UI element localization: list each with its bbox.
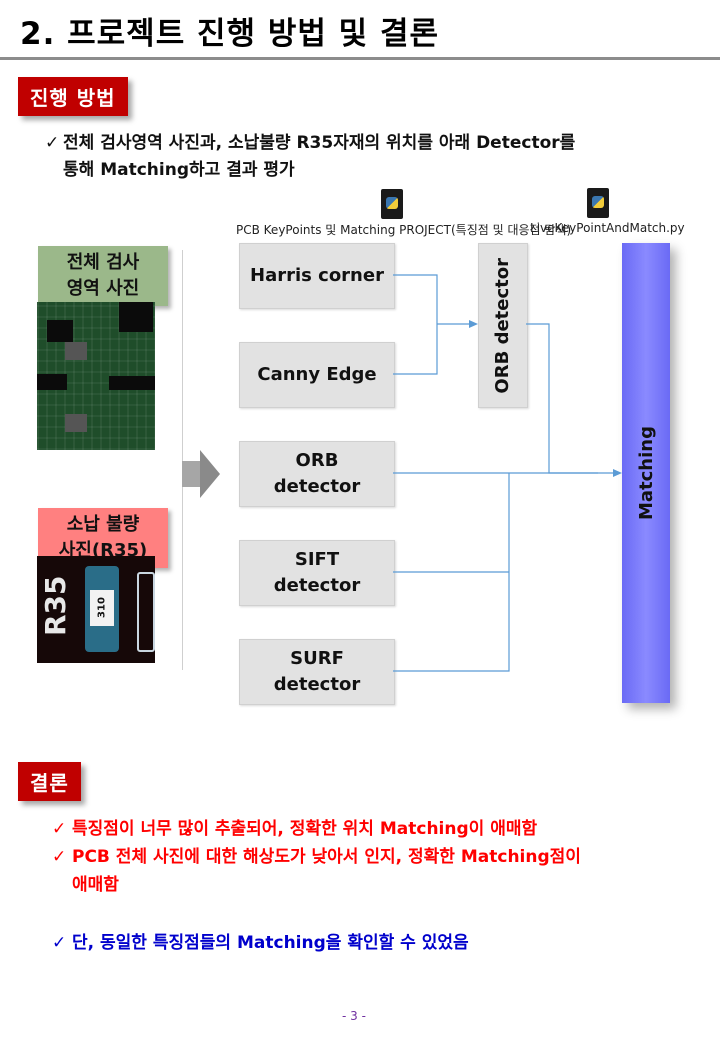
- input1-label: 전체 검사 영역 사진: [38, 246, 168, 306]
- r35-defect-image: R35 310: [37, 556, 155, 663]
- matching-bar: Matching: [622, 243, 670, 703]
- method-bullet: ✓전체 검사영역 사진과, 소납불량 R35자재의 위치를 아래 Detecto…: [45, 130, 705, 184]
- file-caption-1[interactable]: PCB KeyPoints 및 Matching PROJECT(특징점 및 대…: [236, 223, 572, 237]
- orb-detector-vertical-box: ORB detector: [478, 243, 528, 408]
- canny-edge-box: Canny Edge: [239, 342, 395, 408]
- page-title: 2. 프로젝트 진행 방법 및 결론: [20, 16, 440, 52]
- surf-connector: [393, 473, 510, 672]
- method-bullet-line2: 통해 Matching하고 결과 평가: [63, 160, 295, 180]
- orb-to-matching-connector: [526, 323, 614, 474]
- flow-arrow-icon: [200, 450, 220, 498]
- file-caption-2[interactable]: LiveKeyPointAndMatch.py: [530, 221, 685, 235]
- harris-canny-connector: [393, 274, 438, 375]
- conclusion-red-item-2: ✓PCB 전체 사진에 대한 해상도가 낮아서 인지, 정확한 Matching…: [52, 847, 581, 895]
- title-divider: [0, 57, 720, 60]
- harris-corner-box: Harris corner: [239, 243, 395, 309]
- python-file-icon[interactable]: [381, 189, 403, 219]
- arrow-head-icon: [469, 320, 478, 328]
- method-bullet-line1: 전체 검사영역 사진과, 소납불량 R35자재의 위치를 아래 Detector…: [63, 133, 576, 153]
- pcb-full-image: [37, 302, 155, 450]
- page-number: - 3 -: [342, 1009, 366, 1023]
- column-divider: [182, 250, 183, 670]
- method-section-label: 진행 방법: [18, 77, 128, 116]
- conclusion-section-label: 결론: [18, 762, 81, 801]
- flow-arrow-shaft: [182, 461, 200, 487]
- connector-lines: [393, 274, 622, 672]
- conclusion-blue-item: ✓단, 동일한 특징점들의 Matching을 확인할 수 있었음: [52, 933, 469, 953]
- python-file-icon[interactable]: [587, 188, 609, 218]
- conclusion-red-item-1: ✓특징점이 너무 많이 추출되어, 정확한 위치 Matching이 애매함: [52, 819, 538, 839]
- arrow-head-icon: [613, 469, 622, 477]
- check-icon: ✓: [45, 133, 60, 153]
